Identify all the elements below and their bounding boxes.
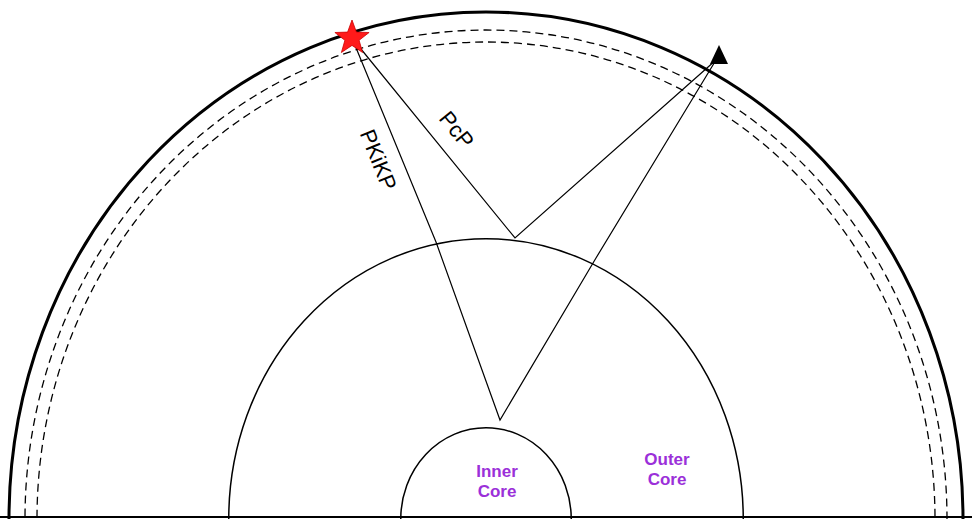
earthquake-source-star [335,20,369,53]
pkikp-ray [352,38,716,420]
ray-label: PcP [435,107,477,152]
outer-core-region: Outer Core Inner Core [228,238,744,519]
pcp-ray [352,38,716,238]
inner-core-region: Inner Core [400,427,572,519]
region-name: Inner Core [466,462,528,501]
region-name: Outer Core [631,450,703,489]
cross-section-base [0,516,972,518]
ray-label: PKiKP [356,126,400,193]
core-boundary-line [401,428,572,519]
seismic-station-triangle [710,45,728,64]
mantle-discontinuity [25,30,947,519]
core-boundary-line [229,239,744,519]
mantle-discontinuity [37,42,935,519]
earth-surface [9,12,963,519]
